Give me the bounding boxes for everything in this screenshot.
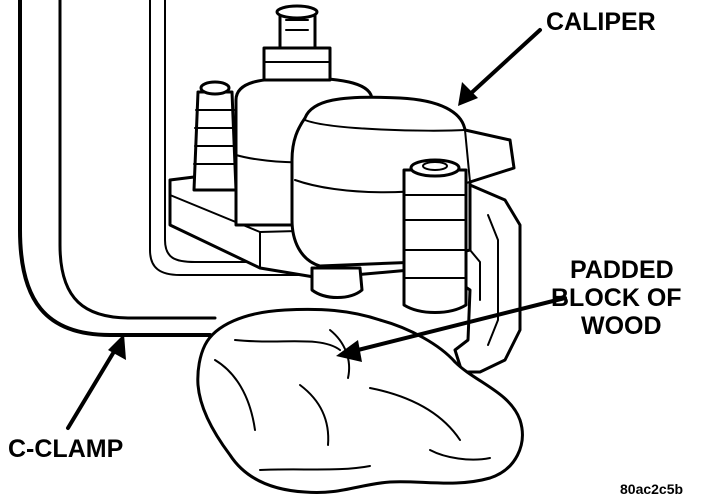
figure-reference-code: 80ac2c5b (620, 481, 683, 497)
caliper-leader-arrow (458, 28, 542, 106)
right-guide-bolt (402, 158, 468, 314)
left-guide-bolt (192, 80, 238, 192)
caliper-piston (310, 266, 364, 299)
padded-label-line2: BLOCK OF (551, 284, 682, 312)
padded-label-line1: PADDED (570, 256, 674, 284)
padded-wood-block (196, 307, 524, 495)
c-clamp-label: C-CLAMP (8, 435, 123, 463)
c-clamp-leader-arrow (66, 334, 126, 430)
wood-leader-arrow (336, 296, 567, 362)
caliper-label: CALIPER (546, 8, 656, 36)
c-clamp-frame (18, 0, 301, 337)
padded-label-line3: WOOD (581, 312, 662, 340)
